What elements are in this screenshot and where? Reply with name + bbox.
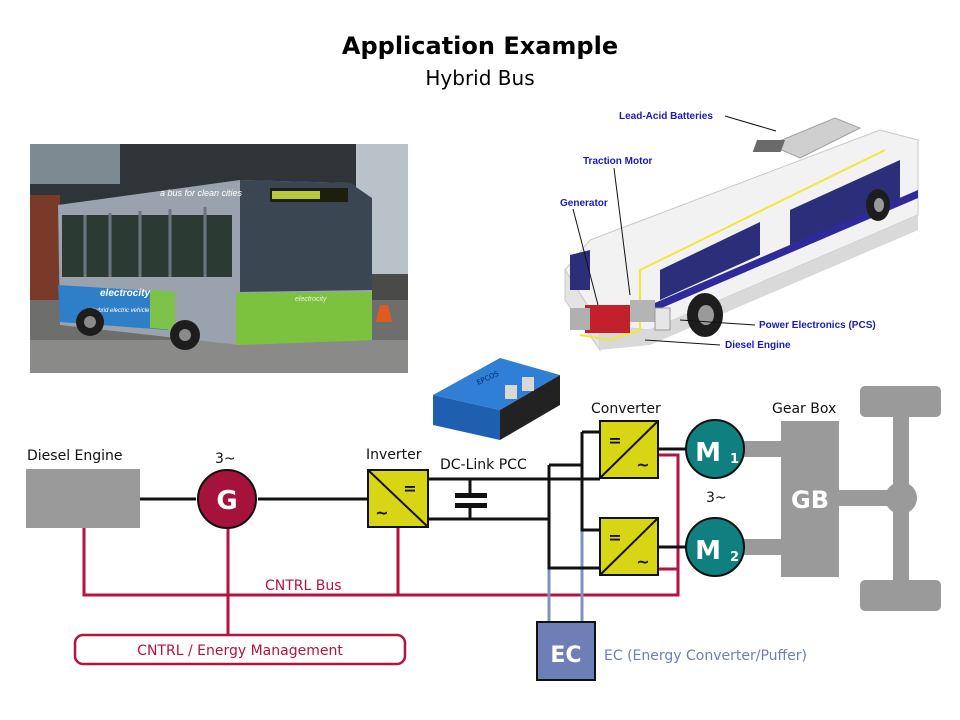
power-lines (140, 430, 688, 570)
gearbox-label: Gear Box (772, 401, 836, 417)
generator-phase-label: 3~ (215, 451, 236, 467)
generator-letter: G (216, 486, 237, 516)
bus-photo: a bus for clean cities electrocity hybri… (30, 144, 408, 373)
generator-symbol (197, 469, 257, 529)
converter-2-ac-symbol: ~ (636, 552, 649, 571)
photo-side-brand: electrocity (100, 288, 150, 299)
label-traction-motor: Traction Motor (583, 156, 653, 167)
page-title: Application Example (341, 32, 619, 60)
inverter-ac-symbol: ~ (375, 503, 388, 522)
control-bus-lines (82, 453, 680, 635)
photo-front-brand: electrocity (295, 296, 327, 303)
converter-2-dc-symbol: = (608, 528, 621, 547)
energy-management-label: CNTRL / Energy Management (137, 643, 343, 659)
drive-shafts (744, 386, 941, 611)
energy-converter-symbol: EC (550, 643, 581, 668)
motor-phase-label: 3~ (706, 490, 727, 506)
dc-link-label: DC-Link PCC (440, 457, 527, 473)
energy-converter-label: EC (Energy Converter/Puffer) (604, 648, 807, 664)
diesel-engine-label: Diesel Engine (27, 448, 123, 464)
powertrain-schematic: Diesel Engine G 3~ = ~ Inverter DC-Link … (26, 386, 941, 681)
motor-1-letter: M (695, 438, 721, 468)
gearbox-block (781, 421, 839, 577)
control-bus-label: CNTRL Bus (265, 578, 342, 594)
ec-links (547, 530, 584, 622)
bus-cutaway: Lead-Acid Batteries Traction Motor Gener… (560, 111, 919, 352)
motor-2-letter: M (695, 536, 721, 566)
label-cutaway-diesel-engine: Diesel Engine (725, 340, 791, 351)
dc-link-capacitor-symbol (455, 493, 487, 508)
motor-1-symbol (685, 419, 745, 479)
converter-1-dc-symbol: = (608, 431, 621, 450)
motor-1-index: 1 (730, 452, 739, 467)
diesel-engine-block (26, 469, 140, 528)
page-subtitle: Hybrid Bus (425, 66, 535, 90)
motor-2-index: 2 (730, 550, 739, 565)
energy-converter-block (536, 621, 596, 681)
label-lead-acid-batteries: Lead-Acid Batteries (619, 111, 713, 122)
inverter-dc-symbol: = (403, 479, 416, 498)
gearbox-symbol: GB (791, 486, 829, 514)
converter-1-ac-symbol: ~ (636, 455, 649, 474)
energy-management-box (73, 633, 407, 666)
label-generator: Generator (560, 198, 608, 209)
motor-2-symbol (685, 517, 745, 577)
photo-side-tagline: hybrid electric vehicle (92, 308, 150, 314)
epcos-capacitor-image: EPCOS (433, 358, 560, 440)
photo-roof-text: a bus for clean cities (160, 188, 243, 198)
inverter-label: Inverter (366, 447, 422, 463)
label-power-electronics: Power Electronics (PCS) (759, 320, 876, 331)
converter-label: Converter (591, 401, 661, 417)
